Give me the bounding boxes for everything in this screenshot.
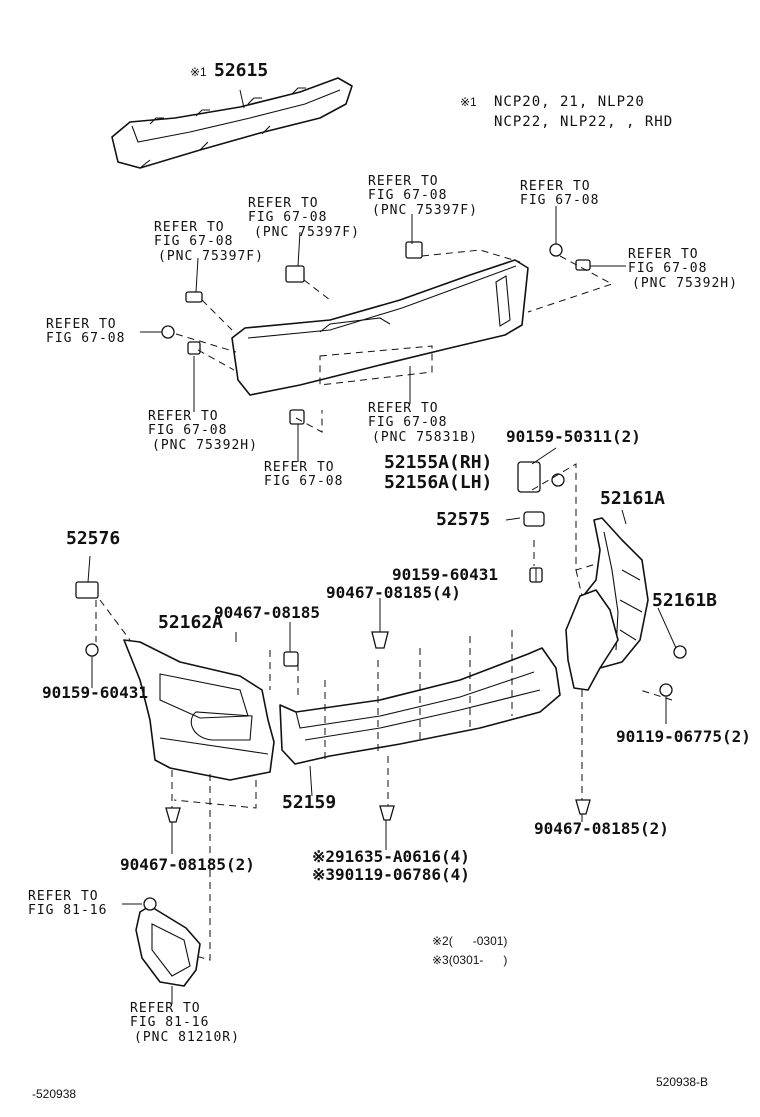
- footer-right-code: 520938-B: [656, 1075, 708, 1089]
- label-52615: 52615: [214, 60, 268, 81]
- note-star1-line2: NCP22, NLP22, , RHD: [494, 114, 673, 130]
- ref-r10-line1: REFER TO: [28, 889, 99, 904]
- ref-r11-line1: REFER TO: [130, 1001, 201, 1016]
- ref-r8-line1: REFER TO: [368, 401, 439, 416]
- footer: -520938 520938-B: [32, 1075, 708, 1101]
- leader-lines: [87, 89, 677, 1004]
- label-90159-60431-a: 90159-60431: [392, 565, 498, 584]
- label-52615-mark: ※1: [190, 65, 207, 79]
- ref-r2-line1: REFER TO: [248, 196, 319, 211]
- note-star1-mark: ※1: [460, 95, 477, 109]
- label-52161A: 52161A: [600, 488, 665, 509]
- label-90467-08185-2-right: 90467-08185(2): [534, 819, 669, 838]
- note-star1-line1: NCP20, 21, NLP20: [494, 94, 645, 110]
- reference-labels: REFER TO FIG 67-08 (PNC 75397F) REFER TO…: [28, 174, 738, 1045]
- ref-r6-line1: REFER TO: [46, 317, 117, 332]
- label-90159-50311: 90159-50311(2): [506, 427, 641, 446]
- ref-r2-line2: FIG 67-08: [248, 210, 327, 225]
- ref-r11-line3: (PNC 81210R): [134, 1030, 240, 1045]
- rear-garnish-panel-drawing: [231, 259, 529, 396]
- label-90467-08185: 90467-08185: [214, 603, 320, 622]
- ref-r9-line2: FIG 67-08: [264, 474, 343, 489]
- ref-r1-line3: (PNC 75397F): [372, 203, 478, 218]
- ref-r6-line2: FIG 67-08: [46, 331, 125, 346]
- ref-r8-line2: FIG 67-08: [368, 415, 447, 430]
- ref-r4-line1: REFER TO: [520, 179, 591, 194]
- ref-r11-line2: FIG 81-16: [130, 1015, 209, 1030]
- notes: ※1 NCP20, 21, NLP20 NCP22, NLP22, , RHD …: [432, 94, 673, 967]
- label-90467-08185-2-left: 90467-08185(2): [120, 855, 255, 874]
- footer-left-code: -520938: [32, 1087, 76, 1101]
- note-star3: ※3(0301- ): [432, 953, 507, 967]
- ref-r9-line1: REFER TO: [264, 460, 335, 475]
- label-90159-60431-b: 90159-60431: [42, 683, 148, 702]
- label-90119-06775: 90119-06775(2): [616, 727, 751, 746]
- label-52576: 52576: [66, 528, 120, 549]
- ref-r5-line1: REFER TO: [628, 247, 699, 262]
- ref-r3-line2: FIG 67-08: [154, 234, 233, 249]
- label-90467-08185-4: 90467-08185(4): [326, 583, 461, 602]
- side-extension-right-drawing: [565, 517, 649, 691]
- reflector-lamp-drawing: [135, 905, 201, 987]
- label-52156A: 52156A(LH): [384, 472, 492, 493]
- label-52575: 52575: [436, 509, 490, 530]
- label-52162A: 52162A: [158, 612, 223, 633]
- ref-r1-line1: REFER TO: [368, 174, 439, 189]
- ref-r4-line2: FIG 67-08: [520, 193, 599, 208]
- label-52159: 52159: [282, 792, 336, 813]
- ref-r2-line3: (PNC 75397F): [254, 225, 360, 240]
- part-number-labels: ※1 52615 90159-50311(2) 52155A(RH) 52156…: [42, 60, 751, 884]
- label-52161B: 52161B: [652, 590, 717, 611]
- label-90119-06786: ※390119-06786(4): [312, 865, 470, 884]
- ref-r7-line3: (PNC 75392H): [152, 438, 258, 453]
- label-52155A: 52155A(RH): [384, 452, 492, 473]
- ref-r3-line1: REFER TO: [154, 220, 225, 235]
- ref-r1-line2: FIG 67-08: [368, 188, 447, 203]
- bumper-cover-drawing: [279, 630, 561, 765]
- side-extension-left-drawing: [123, 639, 275, 781]
- ref-r3-line3: (PNC 75397F): [158, 249, 264, 264]
- note-star2: ※2( -0301): [432, 934, 507, 948]
- ref-r10-line2: FIG 81-16: [28, 903, 107, 918]
- ref-r8-line3: (PNC 75831B): [372, 430, 478, 445]
- ref-r7-line2: FIG 67-08: [148, 423, 227, 438]
- ref-r5-line3: (PNC 75392H): [632, 276, 738, 291]
- ref-r5-line2: FIG 67-08: [628, 261, 707, 276]
- bumper-reinforcement-drawing: [111, 77, 353, 169]
- ref-r7-line1: REFER TO: [148, 409, 219, 424]
- label-91635-A0616: ※291635-A0616(4): [312, 847, 470, 866]
